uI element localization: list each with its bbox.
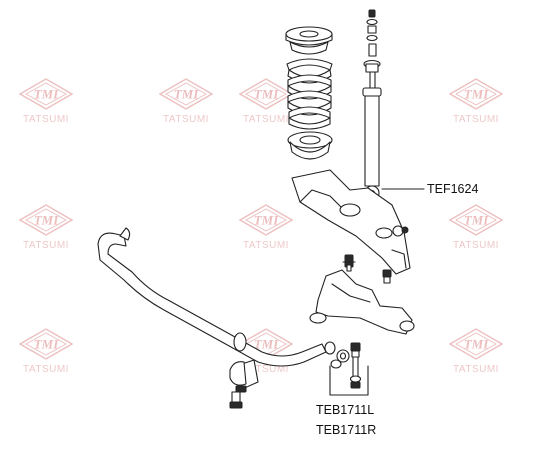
watermark-logo-text: TMI: [464, 337, 490, 352]
watermark-brand-text: TATSUMI: [23, 114, 69, 125]
watermark-logo-text: TMI: [254, 337, 280, 352]
watermark-logo: TMI TATSUMI: [18, 328, 74, 375]
watermark-brand-text: TATSUMI: [243, 364, 289, 375]
trailing-arm: [291, 169, 411, 275]
coil-spring: [286, 58, 333, 130]
stabilizer-bar: [97, 227, 336, 367]
part-label-shock-absorber: TEF1624: [427, 182, 478, 196]
watermark-brand-text: TATSUMI: [23, 364, 69, 375]
watermark-brand-text: TATSUMI: [163, 114, 209, 125]
mounting-bolts: [342, 254, 392, 284]
watermark-logo: TMI TATSUMI: [238, 204, 294, 251]
watermark-logo: TMI TATSUMI: [448, 204, 504, 251]
watermark-logo-text: TMI: [174, 87, 200, 102]
watermark-logo-text: TMI: [34, 213, 60, 228]
watermark-logo-text: TMI: [254, 213, 280, 228]
callout-leaders: [329, 188, 425, 396]
lower-control-arm: [309, 269, 415, 335]
watermark-logo: TMI TATSUMI: [18, 204, 74, 251]
stabilizer-link-parts: [330, 342, 362, 389]
watermark-brand-text: TATSUMI: [453, 114, 499, 125]
watermark-logo: TMI TATSUMI: [18, 78, 74, 125]
part-label-link-left: TEB1711L: [316, 403, 374, 417]
watermark-logo: TMI TATSUMI: [238, 78, 294, 125]
part-label-link-right: TEB1711R: [316, 423, 376, 437]
watermark-brand-text: TATSUMI: [453, 364, 499, 375]
watermark-logo-text: TMI: [254, 87, 280, 102]
watermark-brand-text: TATSUMI: [243, 240, 289, 251]
shock-absorber: [362, 9, 382, 201]
watermark-logo-text: TMI: [464, 213, 490, 228]
watermark-brand-text: TATSUMI: [243, 114, 289, 125]
watermark-logo: TMI TATSUMI: [448, 78, 504, 125]
watermark-logo: TMI TATSUMI: [158, 78, 214, 125]
watermark-layer: TMI TATSUMI TMI TATSUMI TMI TATSUMI TMI TATSUMI…: [18, 78, 504, 375]
watermark-brand-text: TATSUMI: [23, 240, 69, 251]
watermark-logo-text: TMI: [34, 337, 60, 352]
watermark-brand-text: TATSUMI: [453, 240, 499, 251]
watermark-logo-text: TMI: [34, 87, 60, 102]
watermark-logo-text: TMI: [464, 87, 490, 102]
stabilizer-bushing-bracket: [229, 359, 259, 409]
coil-spring-assembly: [285, 26, 333, 160]
watermark-logo: TMI TATSUMI: [448, 328, 504, 375]
